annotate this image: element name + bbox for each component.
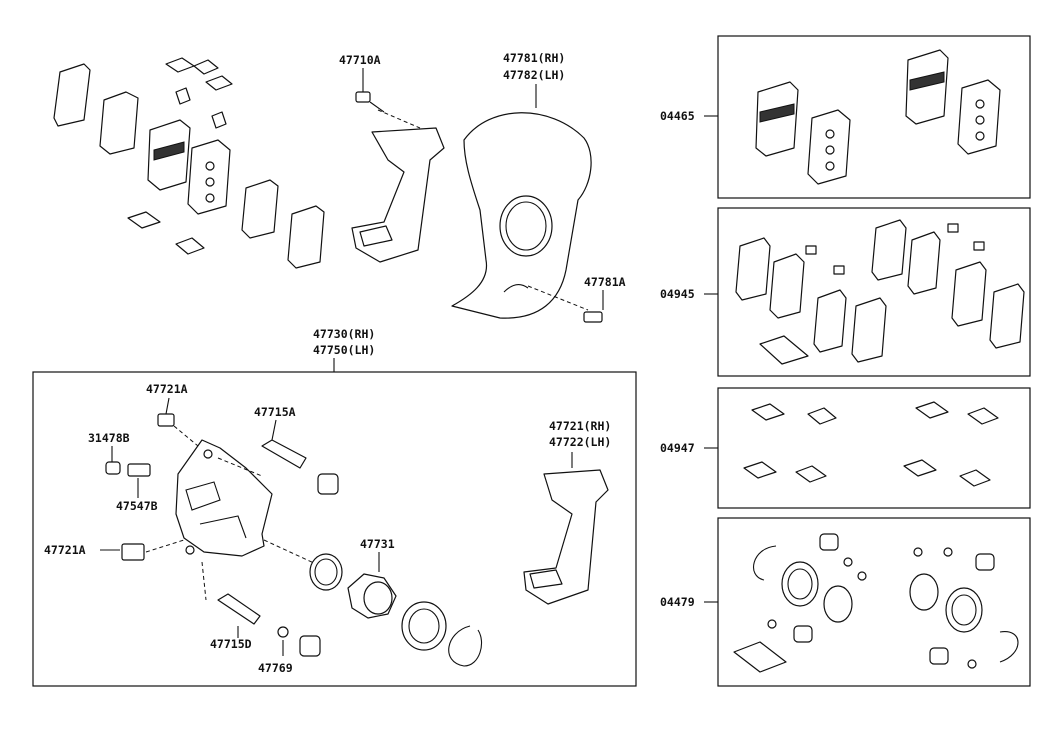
caliper-assembly-parts: [100, 397, 609, 667]
label-04465: 04465: [660, 109, 695, 123]
caliper-bleed-port: [203, 449, 213, 459]
label-04945: 04945: [660, 287, 695, 301]
pad-2-hole-2: [205, 177, 215, 187]
clip-4: [175, 87, 191, 105]
clip-6: [127, 211, 161, 229]
dust-shield: [451, 84, 604, 323]
clip-2: [193, 59, 219, 75]
bleeder-47547B: [127, 463, 151, 477]
label-47731: 47731: [360, 537, 395, 551]
label-04479: 04479: [660, 595, 695, 609]
kit1-pad-1: [755, 81, 799, 157]
bracket-47721-body: [523, 469, 609, 605]
pin-47715D: [217, 593, 261, 625]
boot-upper: [317, 473, 339, 495]
pad-shim-3: [241, 179, 279, 239]
label-47750: 47750(LH): [313, 343, 375, 357]
label-47721A-top: 47721A: [146, 382, 188, 396]
label-47547B: 47547B: [116, 499, 158, 513]
label-47721A-left: 47721A: [44, 543, 86, 557]
pad-1-friction: [153, 141, 185, 161]
caliper-assembly-box: [32, 371, 637, 687]
pad-2-hole-1: [205, 161, 215, 171]
label-04947: 04947: [660, 441, 695, 455]
shield-hub-hole: [499, 195, 553, 257]
pad-shim-4: [287, 205, 325, 269]
bracket-pad-seat: [359, 225, 393, 247]
label-47715A: 47715A: [254, 405, 296, 419]
kit-box-04945: [717, 207, 1031, 377]
boot-lower: [299, 635, 321, 657]
label-47721: 47721(RH): [549, 419, 611, 433]
pad-2-hole-3: [205, 193, 215, 203]
kit1-pad-3: [905, 49, 949, 125]
label-47730: 47730(RH): [313, 327, 375, 341]
kit-boxes: [704, 35, 1031, 687]
caliper-mount-hole: [185, 545, 195, 555]
pad-shim-2: [99, 91, 139, 155]
caliper-bracket-top: [351, 68, 445, 263]
cap-47769: [277, 626, 289, 638]
bolt-47710A: [355, 91, 371, 103]
label-47769: 47769: [258, 661, 293, 675]
part-labels: 47710A 47781(RH) 47782(LH) 47781A 47730(…: [44, 51, 695, 675]
kit-box-04465: [717, 35, 1031, 199]
clip-3: [205, 75, 233, 91]
bolt-47721A-left: [121, 543, 145, 561]
label-47781: 47781(RH): [503, 51, 565, 65]
label-47782: 47782(LH): [503, 68, 565, 82]
caliper-body: [175, 439, 273, 557]
retaining-ring: [448, 625, 482, 667]
bolt-47721A-top: [157, 413, 175, 427]
bolt-47781A: [583, 311, 603, 323]
pin-47715A: [261, 439, 307, 469]
loose-pads-group: [53, 57, 325, 269]
label-31478B: 31478B: [88, 431, 130, 445]
clip-7: [175, 237, 205, 255]
clip-1: [165, 57, 195, 73]
label-47710A: 47710A: [339, 53, 381, 67]
clip-5: [211, 111, 227, 129]
label-47781A: 47781A: [584, 275, 626, 289]
label-47715D: 47715D: [210, 637, 252, 651]
cap-31478B: [105, 461, 121, 475]
pad-shim-1: [53, 63, 91, 127]
label-47722: 47722(LH): [549, 435, 611, 449]
pad-2: [187, 139, 231, 215]
